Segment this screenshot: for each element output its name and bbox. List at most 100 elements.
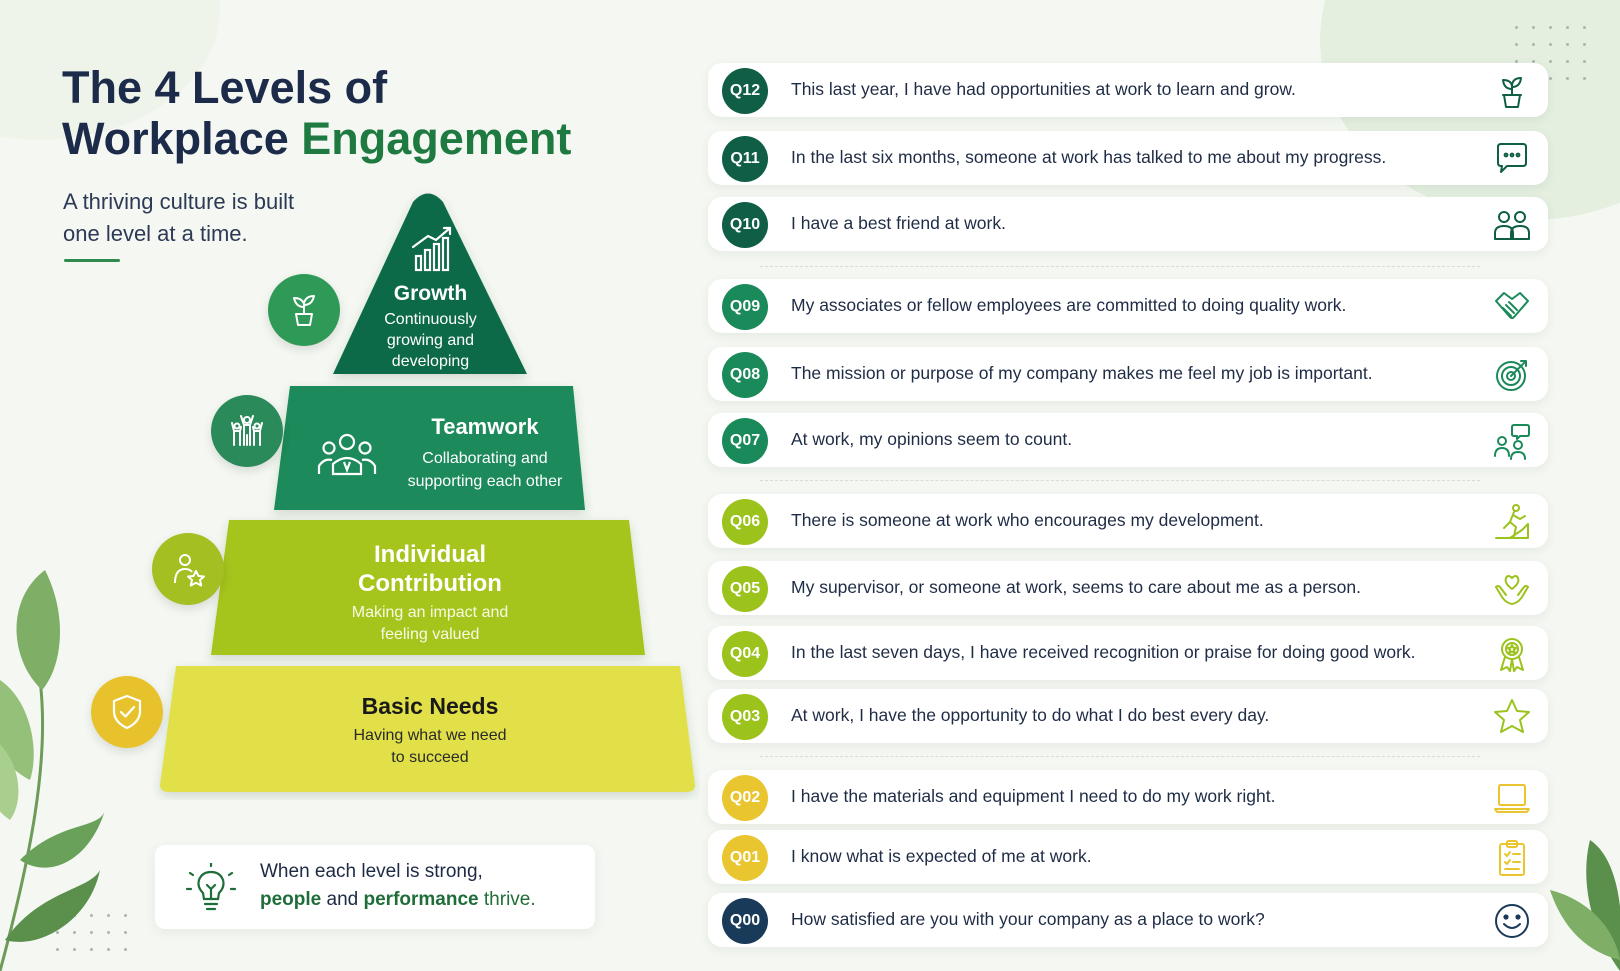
sprout-icon	[293, 295, 315, 326]
title-line-2: Workplace	[62, 113, 289, 164]
level-desc-line: developing	[391, 353, 470, 370]
group-separator	[760, 266, 1480, 267]
question-row-q03: Q03 At work, I have the opportunity to do…	[708, 689, 1548, 743]
question-id-badge: Q04	[722, 631, 768, 677]
note-thrive: thrive.	[483, 889, 536, 910]
question-text: I know what is expected of me at work.	[791, 846, 1092, 866]
question-id-badge: Q07	[722, 418, 768, 464]
question-id-badge: Q01	[722, 835, 768, 881]
note-and: and	[326, 889, 359, 910]
level-desc-line: Collaborating and	[422, 450, 548, 467]
question-text: I have a best friend at work.	[791, 213, 1006, 233]
question-text: There is someone at work who encourages …	[791, 510, 1264, 530]
question-text: How satisfied are you with your company …	[791, 909, 1265, 929]
question-row-q02: Q02 I have the materials and equipment I …	[708, 770, 1548, 824]
clipboard-icon	[1492, 838, 1532, 878]
group-separator	[760, 480, 1480, 481]
person-star-icon	[174, 554, 205, 587]
question-row-q05: Q05 My supervisor, or someone at work, se…	[708, 561, 1548, 615]
group-separator	[760, 756, 1480, 757]
pyramid-level-individual	[211, 520, 645, 655]
level-desc: Having what we need to succeed	[320, 725, 540, 769]
level-title: Growth	[393, 282, 468, 305]
question-text: At work, I have the opportunity to do wh…	[791, 705, 1270, 725]
question-text: My supervisor, or someone at work, seems…	[791, 577, 1361, 597]
level-title-line: Individual	[373, 541, 486, 568]
question-id-badge: Q05	[722, 566, 768, 612]
question-text: I have the materials and equipment I nee…	[791, 786, 1276, 806]
level-title-line: Contribution	[358, 570, 502, 597]
level-desc-line: Continuously	[384, 311, 477, 328]
celebrating-team-icon	[231, 415, 263, 446]
pyramid-level-teamwork	[274, 386, 585, 510]
question-text: In the last seven days, I have received …	[791, 642, 1416, 662]
question-row-q04: Q04 In the last seven days, I have receiv…	[708, 626, 1548, 680]
smiley-icon	[1492, 901, 1532, 941]
question-id-badge: Q08	[722, 352, 768, 398]
teamwork-level-badge	[211, 395, 283, 467]
question-text: The mission or purpose of my company mak…	[791, 363, 1373, 383]
question-id-badge: Q09	[722, 284, 768, 330]
pyramid-level-growth	[333, 193, 527, 374]
pyramid-level-basic	[160, 666, 695, 792]
page-title: The 4 Levels of Workplace Engagement	[62, 62, 571, 164]
level-title: Basic Needs	[361, 693, 499, 719]
chat-bubble-icon	[1492, 139, 1532, 179]
title-line-1: The 4 Levels of	[62, 62, 388, 113]
note-line-2: people and performance thrive.	[260, 889, 536, 911]
level-teamwork-text: Teamwork Collaborating and supporting ea…	[370, 414, 600, 493]
page-subtitle: A thriving culture is built one level at…	[63, 189, 295, 246]
question-row-q01: Q01 I know what is expected of me at work…	[708, 830, 1548, 884]
basic-needs-level-badge	[91, 676, 163, 748]
heart-hands-icon	[1492, 569, 1532, 609]
question-row-q12: Q12 This last year, I have had opportunit…	[708, 63, 1548, 117]
level-desc-line: growing and	[386, 332, 475, 349]
laptop-icon	[1492, 778, 1532, 818]
team-people-icon	[317, 433, 377, 476]
growth-level-badge	[268, 274, 340, 346]
lightbulb-icon	[185, 863, 237, 911]
question-id-badge: Q12	[722, 68, 768, 114]
level-basic-text: Basic Needs Having what we need to succe…	[320, 693, 540, 769]
decorative-leaves-icon	[1550, 840, 1620, 971]
level-title: Teamwork	[431, 414, 539, 439]
level-individual-text: Individual Contribution Making an impact…	[320, 540, 540, 646]
level-desc-line: Having what we need	[353, 727, 507, 744]
question-row-q08: Q08 The mission or purpose of my company …	[708, 347, 1548, 401]
shield-check-icon	[112, 694, 142, 730]
question-id-badge: Q11	[722, 136, 768, 182]
handshake-icon	[1492, 287, 1532, 327]
level-desc-line: to succeed	[391, 749, 469, 766]
question-row-q07: Q07 At work, my opinions seem to count.	[708, 413, 1548, 467]
note-people: people	[260, 889, 322, 910]
question-id-badge: Q03	[722, 694, 768, 740]
question-row-q06: Q06 There is someone at work who encourag…	[708, 494, 1548, 548]
people-speech-icon	[1492, 421, 1532, 461]
climbing-person-icon	[1492, 502, 1532, 542]
note-performance: performance	[363, 889, 479, 910]
question-text: This last year, I have had opportunities…	[791, 79, 1296, 99]
insight-note: When each level is strong, people and pe…	[155, 845, 595, 929]
question-row-q00: Q00 How satisfied are you with your compa…	[708, 893, 1548, 947]
question-row-q10: Q10 I have a best friend at work.	[708, 197, 1548, 251]
question-text: At work, my opinions seem to count.	[791, 429, 1073, 449]
question-id-badge: Q02	[722, 775, 768, 821]
level-desc: Making an impact and feeling valued	[320, 602, 540, 646]
title-underline	[64, 259, 120, 262]
level-desc: Continuously growing and developing	[353, 309, 508, 372]
individual-level-badge	[152, 533, 224, 605]
question-id-badge: Q10	[722, 202, 768, 248]
level-desc-line: supporting each other	[407, 473, 563, 490]
question-id-badge: Q06	[722, 499, 768, 545]
award-ribbon-icon	[1492, 634, 1532, 674]
target-icon	[1492, 355, 1532, 395]
level-growth-text: Growth Continuously growing and developi…	[353, 282, 508, 372]
engagement-pyramid	[160, 193, 695, 792]
star-icon	[1492, 697, 1532, 737]
title-accent: Engagement	[301, 113, 572, 164]
question-id-badge: Q00	[722, 898, 768, 944]
level-title: Individual Contribution	[320, 540, 540, 598]
